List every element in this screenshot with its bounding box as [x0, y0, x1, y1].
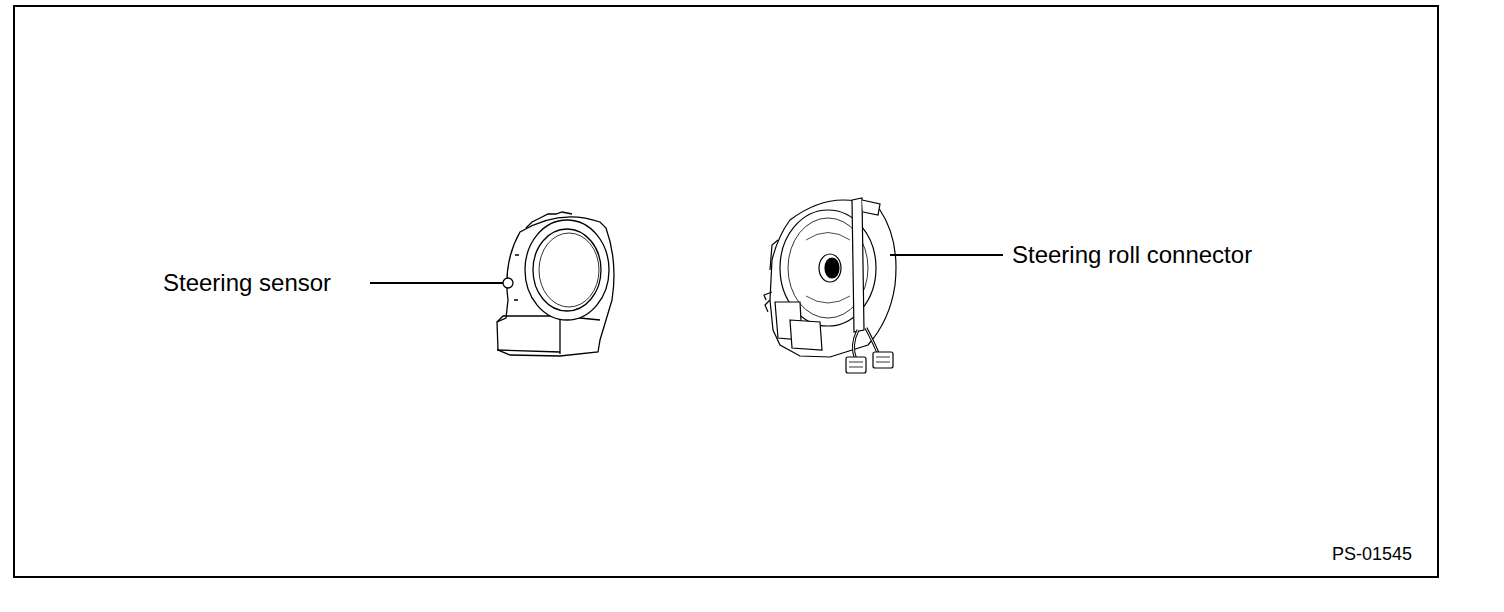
frame-border: [14, 6, 1438, 577]
figure-number: PS-01545: [1332, 545, 1412, 563]
steering-roll-connector-drawing: [764, 198, 896, 373]
part-name: Steering sensor: [163, 271, 331, 295]
leader-line: [890, 254, 1003, 256]
steering-sensor-drawing: [497, 212, 614, 356]
leader-line: [370, 282, 503, 284]
part-name: Steering roll connector: [1012, 243, 1252, 267]
